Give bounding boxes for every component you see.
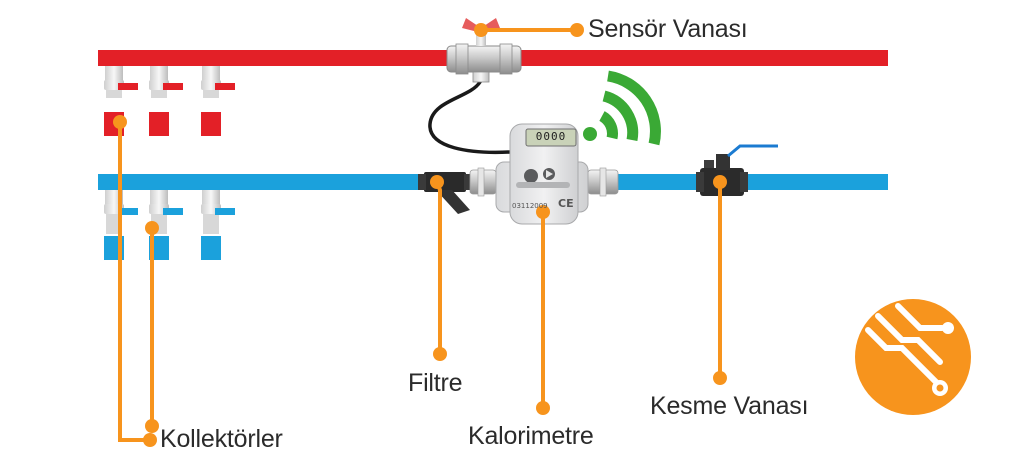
collector-valve-red-2 — [149, 66, 183, 136]
collector-valve-red-3 — [201, 66, 235, 136]
collector-valve-blue-3 — [201, 190, 235, 260]
calorimeter — [495, 123, 589, 225]
ce-mark: CE — [558, 197, 574, 210]
filter — [418, 172, 472, 214]
meter-lcd — [525, 128, 577, 147]
circuit-logo-icon — [855, 299, 971, 415]
label-filter: Filtre — [408, 369, 463, 397]
label-sensor-valve: Sensör Vanası — [588, 15, 748, 43]
sensor-cable — [428, 80, 512, 155]
meter-serial: 03112009 — [512, 202, 548, 210]
label-shutoff-valve: Kesme Vanası — [650, 392, 809, 420]
wifi-signal-icon — [583, 70, 661, 146]
callout-line-collector-1 — [118, 122, 150, 442]
meter-button — [524, 169, 538, 183]
sensor-valve — [446, 18, 522, 83]
label-calorimeter: Kalorimetre — [468, 422, 594, 450]
collector-valve-blue-2 — [149, 190, 183, 260]
meter-display: 0000 — [535, 130, 567, 143]
calorimeter-fittings — [469, 167, 619, 197]
callout-line-filter — [435, 181, 442, 354]
label-collectors: Kollektörler — [160, 425, 283, 453]
